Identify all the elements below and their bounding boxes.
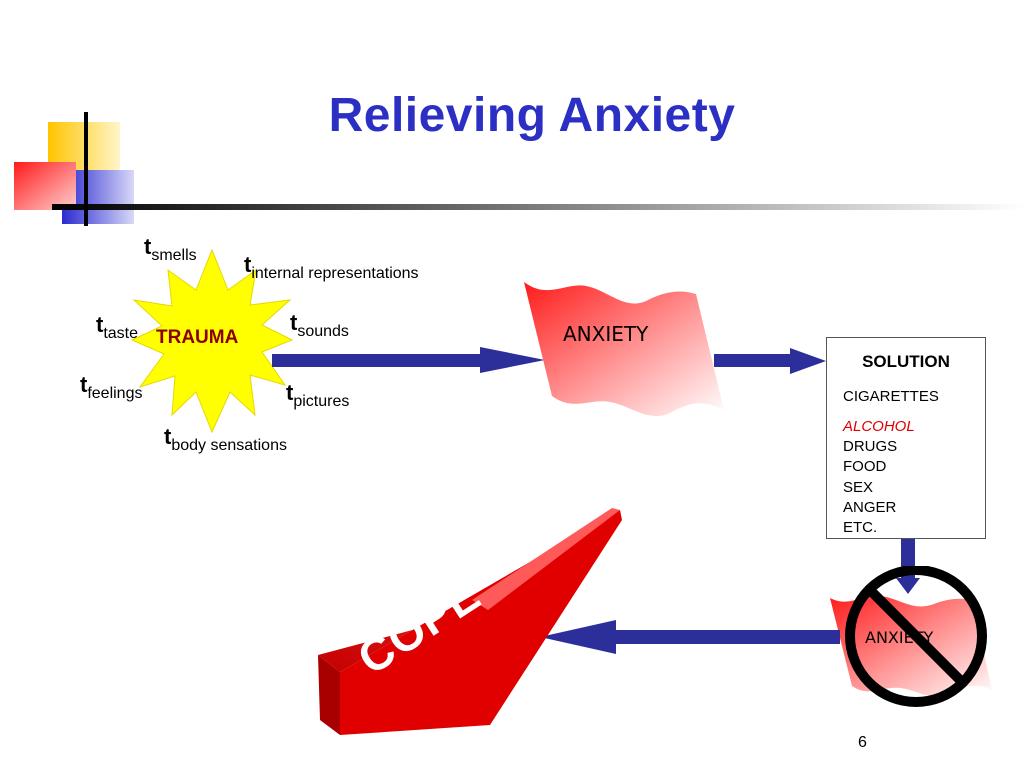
page-number: 6 — [858, 734, 867, 751]
sense-label-feelings: tfeelings — [80, 372, 143, 402]
sense-label-smells: tsmells — [144, 234, 197, 264]
cope-wedge — [318, 508, 622, 735]
sense-label-taste: ttaste — [96, 312, 139, 342]
solution-item: ANGER — [843, 499, 897, 516]
arrow-to-cope — [540, 620, 840, 654]
sense-label-internal-representations: tinternal representations — [244, 252, 419, 282]
solution-item: SEX — [843, 479, 874, 496]
solution-box: SOLUTION CIGARETTES ALCOHOL DRUGS FOOD S… — [826, 337, 986, 539]
corner-decoration — [14, 112, 1024, 226]
trauma-starburst — [130, 248, 294, 434]
trauma-label: TRAUMA — [156, 327, 239, 348]
prohibition-icon — [845, 566, 987, 707]
anxiety-banner-label: ANXIETY — [563, 322, 649, 346]
sense-label-body-sensations: tbody sensations — [164, 424, 287, 454]
solution-item: CIGARETTES — [843, 388, 939, 405]
solution-item: DRUGS — [843, 438, 898, 455]
solution-item: ETC. — [843, 519, 878, 536]
slide-title: Relieving Anxiety — [328, 89, 736, 142]
arrow-trauma-to-anxiety — [272, 347, 545, 373]
solution-item: ALCOHOL — [843, 418, 915, 435]
solution-item: FOOD — [843, 458, 887, 475]
solution-title: SOLUTION — [862, 352, 950, 371]
arrow-anxiety-to-solution — [714, 348, 826, 374]
sense-label-sounds: tsounds — [290, 310, 349, 340]
anxiety-banner — [524, 282, 724, 417]
sense-label-pictures: tpictures — [286, 380, 350, 410]
